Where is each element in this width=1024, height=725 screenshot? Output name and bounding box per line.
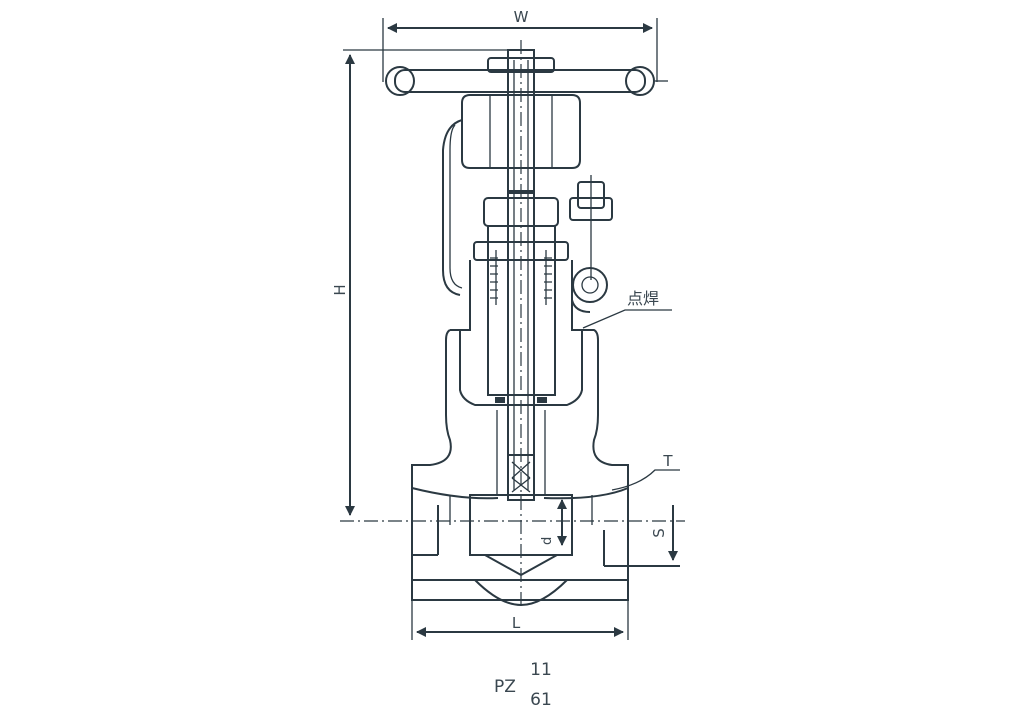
bonnet: [459, 197, 583, 406]
socket-depth-label: S: [650, 528, 668, 538]
length-label: L: [512, 614, 521, 632]
yoke: [442, 94, 581, 296]
model-denominator: 61: [530, 690, 552, 710]
length-dimension: L: [411, 600, 629, 640]
bore-label: d: [540, 537, 555, 545]
model-prefix: PZ: [494, 677, 516, 697]
socket-depth-dimension: S: [650, 505, 678, 561]
spot-weld-callout: 点焊: [582, 289, 672, 329]
height-label: H: [331, 284, 349, 295]
packing-rings: [490, 250, 552, 305]
stem: [507, 49, 535, 501]
thickness-label: T: [662, 452, 673, 470]
thickness-callout: T: [611, 452, 680, 491]
model-designation: PZ 11 61: [494, 660, 552, 710]
eyebolt: [569, 175, 613, 313]
width-label: W: [514, 8, 529, 26]
handwheel: [385, 57, 668, 96]
height-dimension: H: [331, 49, 520, 516]
valve-body: [411, 329, 680, 607]
model-numerator: 11: [530, 660, 552, 680]
width-dimension: W: [382, 8, 658, 82]
bore-dimension: d: [540, 499, 567, 546]
spot-weld-label: 点焊: [627, 289, 659, 308]
